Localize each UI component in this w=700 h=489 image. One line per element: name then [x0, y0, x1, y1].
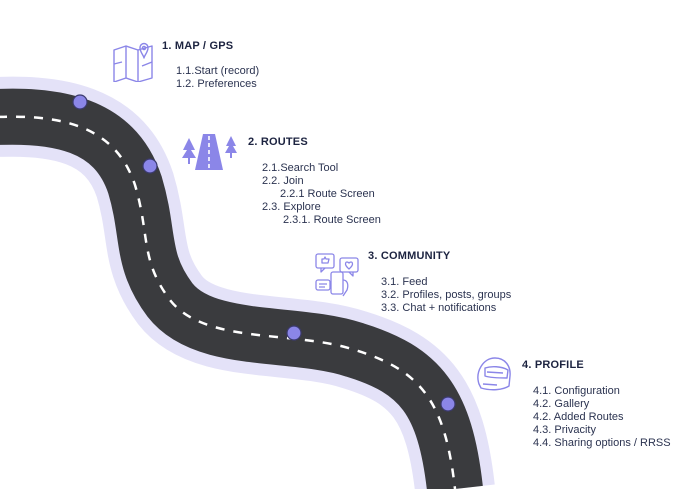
road-trees-icon — [182, 134, 237, 170]
list-item: 4.3. Privacity — [533, 424, 596, 436]
list-item: 3.1. Feed — [381, 276, 428, 288]
map-pin-icon — [113, 42, 153, 82]
social-chat-icon — [315, 253, 359, 297]
list-item: 3.2. Profiles, posts, groups — [381, 289, 512, 301]
helmet-icon — [477, 357, 511, 391]
list-item: 1.2. Preferences — [176, 78, 257, 90]
road-lane-marking — [0, 115, 457, 489]
list-item: 4.1. Configuration — [533, 385, 620, 397]
waypoint-routes — [142, 158, 158, 174]
list-item: 2.2.1 Route Screen — [280, 188, 375, 200]
list-item: 4.2. Added Routes — [533, 411, 624, 423]
list-item: 4.2. Gallery — [533, 398, 590, 410]
section-items-map: 1.1.Start (record) 1.2. Preferences — [176, 65, 259, 91]
list-item: 2.1.Search Tool — [262, 162, 339, 174]
section-items-profile: 4.1. Configuration 4.2. Gallery 4.2. Add… — [533, 385, 671, 450]
section-title-map: 1. MAP / GPS — [162, 40, 234, 52]
list-item: 2.3. Explore — [262, 201, 321, 213]
waypoint-map — [72, 94, 88, 110]
waypoint-profile — [440, 396, 456, 412]
section-title-routes: 2. ROUTES — [248, 136, 308, 148]
section-title-community: 3. COMMUNITY — [368, 250, 451, 262]
list-item: 3.3. Chat + notifications — [381, 302, 497, 314]
section-title-profile: 4. PROFILE — [522, 359, 584, 371]
list-item: 2.2. Join — [262, 175, 304, 187]
list-item: 4.4. Sharing options / RRSS — [533, 437, 671, 449]
section-items-routes: 2.1.Search Tool 2.2. Join 2.2.1 Route Sc… — [262, 162, 381, 227]
list-item: 2.3.1. Route Screen — [283, 214, 381, 226]
list-item: 1.1.Start (record) — [176, 65, 260, 77]
section-items-community: 3.1. Feed 3.2. Profiles, posts, groups 3… — [381, 276, 511, 315]
waypoint-community — [286, 325, 302, 341]
